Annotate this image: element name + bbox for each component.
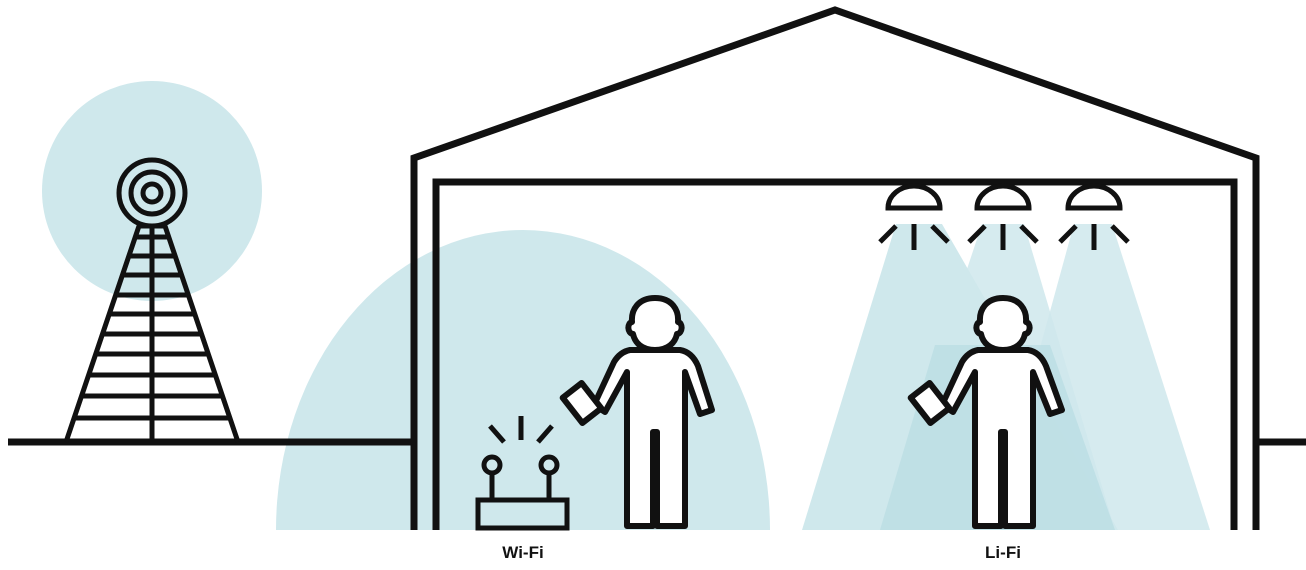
wifi-label: Wi-Fi — [463, 543, 583, 563]
lifi-label: Li-Fi — [943, 543, 1063, 563]
